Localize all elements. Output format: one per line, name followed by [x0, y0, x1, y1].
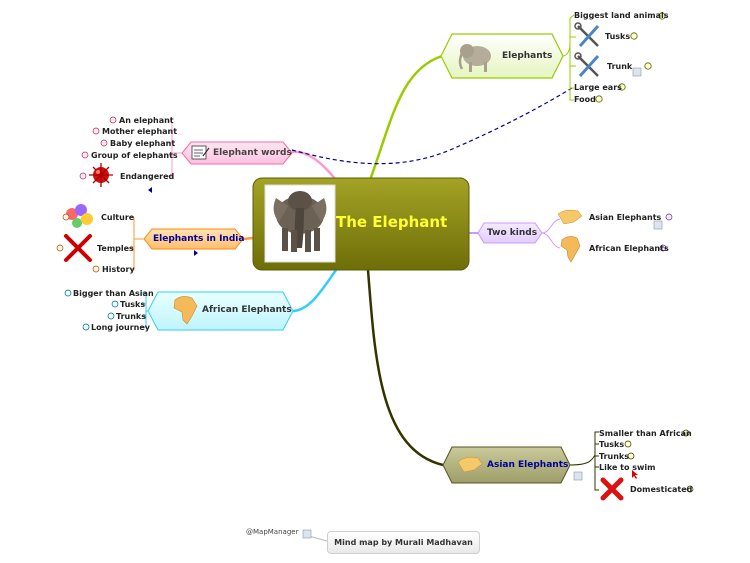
expand-icon [682, 429, 690, 437]
expand-icon [630, 32, 638, 40]
africa-map-icon [560, 236, 581, 263]
subtopic-smaller-than-african[interactable]: Smaller than African [599, 429, 692, 438]
expand-icon [92, 265, 100, 273]
subtopic-an-elephant[interactable]: An elephant [119, 116, 174, 125]
virus-icon [89, 163, 113, 187]
subtopic-domesticated[interactable]: Domesticated [630, 485, 693, 494]
note-icon [632, 67, 642, 77]
expand-icon [62, 213, 70, 221]
subtopic-tusks[interactable]: Tusks [120, 300, 146, 309]
expand-icon [659, 244, 667, 252]
tools-icon [574, 52, 600, 78]
expand-icon [644, 62, 652, 70]
notepad-icon [191, 145, 210, 160]
expand-icon [79, 172, 87, 180]
node-asian-elephants-shape [442, 446, 571, 484]
expand-icon [665, 213, 673, 221]
subtopic-culture[interactable]: Culture [101, 213, 135, 222]
subtopic-history[interactable]: History [102, 265, 135, 274]
subtopic-food[interactable]: Food [574, 95, 596, 104]
cross-icon [64, 234, 92, 262]
subtopic-large-ears[interactable]: Large ears [574, 83, 622, 92]
expand-icon [111, 300, 119, 308]
subtopic-trunks[interactable]: Trunks [116, 312, 146, 321]
branch-words [291, 150, 337, 181]
expand-icon [56, 244, 64, 252]
branch-elephants [368, 54, 443, 181]
node-two-kinds[interactable]: Two kinds [487, 228, 538, 238]
note-icon [653, 220, 663, 230]
central-topic-title[interactable]: The Elephant [336, 213, 448, 231]
expand-icon [624, 440, 632, 448]
elephant-photo [273, 191, 327, 252]
node-african-elephants[interactable]: African Elephants [202, 305, 292, 315]
asia-map-icon [457, 456, 483, 473]
expand-icon [92, 127, 100, 135]
expand-icon [595, 95, 603, 103]
subtopic-tusks[interactable]: Tusks [599, 440, 625, 449]
cursor-icon [632, 470, 638, 479]
subtopic-group-of-elephants[interactable]: Group of elephants [91, 151, 178, 160]
node-elephant-words[interactable]: Elephant words [213, 148, 292, 158]
balloons-icon [66, 204, 93, 228]
expand-icon [658, 12, 666, 20]
credit-box: Mind map by Murali Madhavan [327, 531, 480, 554]
expand-icon [627, 452, 635, 460]
subtopic-mother-elephant[interactable]: Mother elephant [102, 127, 178, 136]
africa-map-icon [173, 296, 198, 325]
expand-icon [109, 116, 117, 124]
expand-icon [107, 312, 115, 320]
note-icon [302, 529, 312, 539]
subtopic-african-elephants[interactable]: African Elephants [589, 244, 669, 253]
mapmanager-label: @MapManager [246, 528, 299, 536]
asia-map-icon [557, 209, 583, 225]
expand-icon [81, 151, 89, 159]
expand-icon [618, 83, 626, 91]
red-x-icon [600, 477, 624, 501]
expand-icon [100, 139, 108, 147]
expand-icon [686, 485, 694, 493]
expand-icon [64, 289, 72, 297]
subtopic-temples[interactable]: Temples [97, 244, 134, 253]
subtopic-long-journey[interactable]: Long journey [91, 323, 151, 332]
subtopic-bigger-than-asian[interactable]: Bigger than Asian [73, 289, 154, 298]
relation-arrow-icon [148, 187, 152, 193]
relation-line [291, 87, 573, 165]
subtopic-trunks[interactable]: Trunks [599, 452, 629, 461]
subtopic-endangered[interactable]: Endangered [120, 172, 175, 181]
subtopic-asian-elephants[interactable]: Asian Elephants [589, 213, 662, 222]
tools-icon [574, 22, 600, 48]
branch-african [292, 269, 338, 313]
subtopic-like-to-swim[interactable]: Like to swim [599, 463, 656, 472]
branch-asian [366, 269, 444, 467]
relation-arrow-icon [194, 250, 198, 256]
branch-india [242, 236, 254, 241]
subtopic-biggest-land-animals[interactable]: Biggest land animals [574, 11, 669, 20]
subtopic-baby-elephant[interactable]: Baby elephant [110, 139, 176, 148]
note-icon [573, 471, 583, 481]
node-asian-elephants[interactable]: Asian Elephants [487, 460, 569, 470]
subtopic-trunk[interactable]: Trunk [607, 62, 633, 71]
node-elephants-in-india[interactable]: Elephants in India [153, 234, 245, 244]
node-two-kinds-shape [477, 222, 543, 244]
elephant-icon [458, 44, 491, 72]
node-elephants[interactable]: Elephants [502, 51, 553, 61]
subtopic-tusks[interactable]: Tusks [605, 32, 631, 41]
expand-icon [82, 323, 90, 331]
